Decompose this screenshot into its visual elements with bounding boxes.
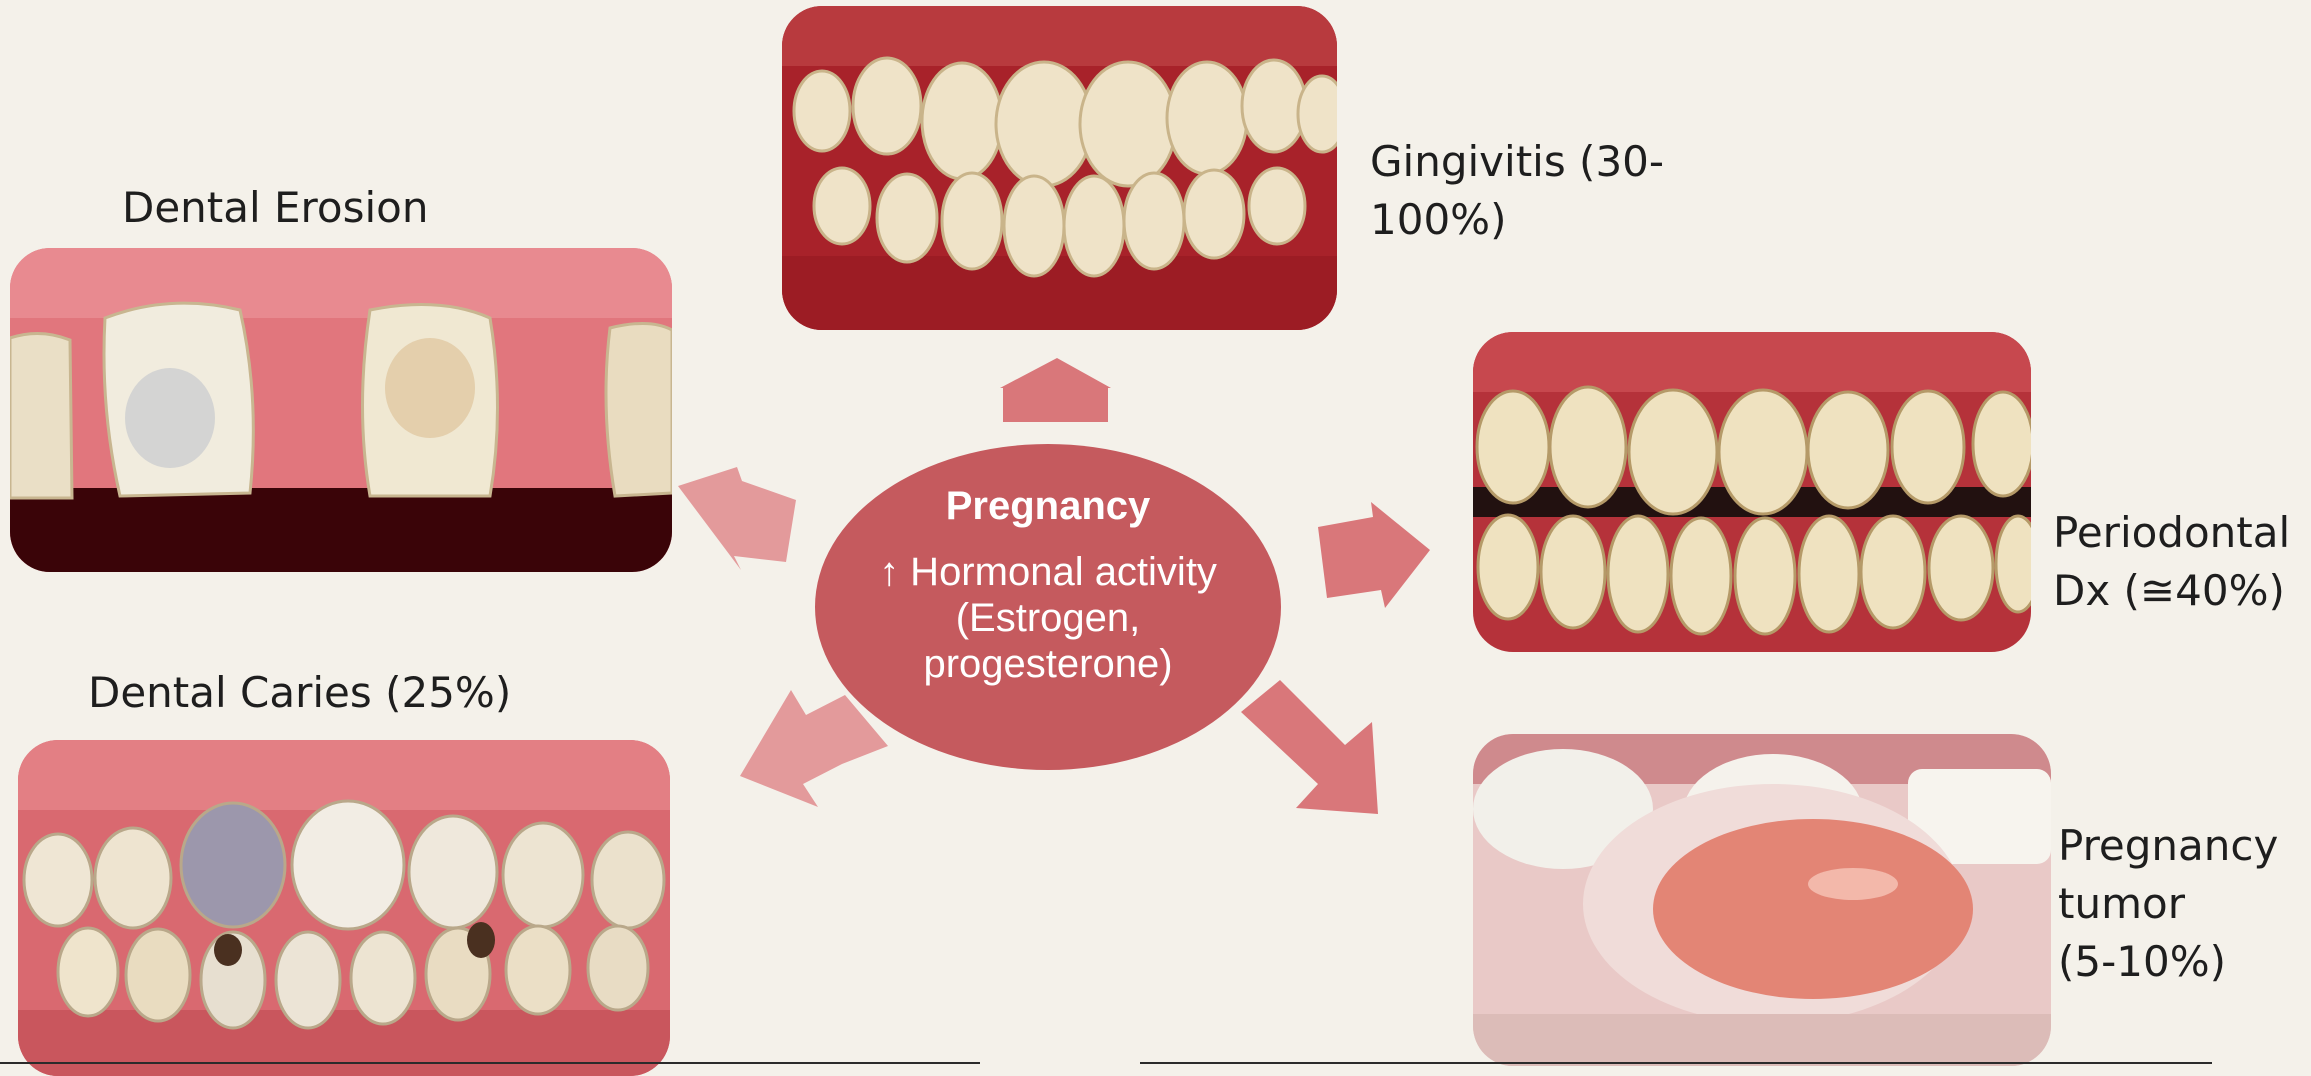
caries-photo: [18, 740, 670, 1076]
bottom-rule-right: [1140, 1062, 2212, 1064]
pregnancy-hub: Pregnancy ↑ Hormonal activity (Estrogen,…: [815, 444, 1281, 770]
hub-body: ↑ Hormonal activity (Estrogen, progester…: [865, 549, 1231, 687]
tumor-label: Pregnancy tumor (5-10%): [2058, 817, 2278, 991]
periodontal-photo: [1473, 332, 2031, 652]
caries-label: Dental Caries (25%): [88, 664, 511, 722]
erosion-photo: [10, 248, 672, 572]
tumor-photo: [1473, 734, 2051, 1066]
gingivitis-photo: [782, 6, 1337, 330]
erosion-label: Dental Erosion: [122, 179, 428, 237]
gingivitis-label: Gingivitis (30- 100%): [1370, 133, 1664, 249]
bottom-rule-left: [0, 1062, 980, 1064]
hub-title: Pregnancy: [815, 484, 1281, 529]
periodontal-label: Periodontal Dx (≅40%): [2053, 504, 2290, 620]
